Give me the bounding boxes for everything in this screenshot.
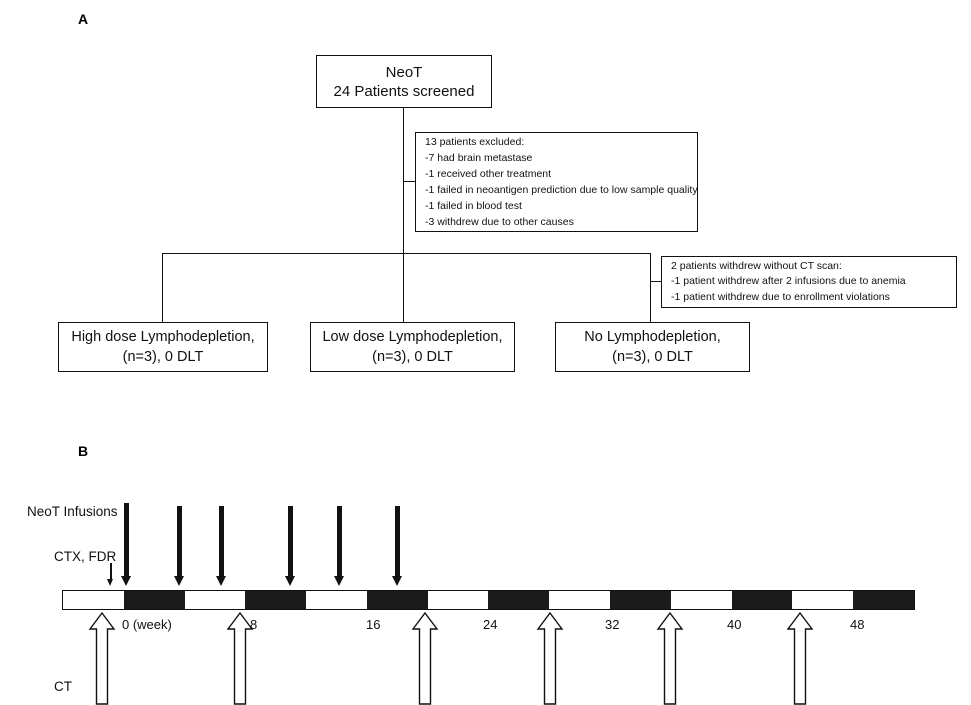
ct-arrow bbox=[786, 612, 814, 705]
arm-detail: (n=3), 0 DLT bbox=[372, 349, 453, 365]
box-patients-excluded: 13 patients excluded: -7 had brain metas… bbox=[415, 132, 698, 232]
arm-detail: (n=3), 0 DLT bbox=[612, 349, 693, 365]
tick-label-week-8: 8 bbox=[250, 617, 258, 632]
tick-label-week-16: 16 bbox=[366, 617, 381, 632]
excluded-heading: 13 patients excluded: bbox=[425, 136, 525, 148]
withdrew-heading: 2 patients withdrew without CT scan: bbox=[671, 259, 842, 272]
tick-label-week-32: 32 bbox=[605, 617, 620, 632]
connector-distribution-horizontal bbox=[162, 253, 651, 255]
conditioning-arrow bbox=[107, 563, 114, 586]
label-ctx-fdr: CTX, FDR bbox=[54, 549, 117, 564]
excluded-item: -3 withdrew due to other causes bbox=[425, 216, 574, 228]
infusion-arrow bbox=[392, 506, 403, 586]
ct-arrow bbox=[536, 612, 564, 705]
timeline-segment bbox=[792, 591, 854, 609]
arm-title: No Lymphodepletion, bbox=[584, 329, 721, 345]
ct-arrow bbox=[88, 612, 116, 705]
excluded-item: -7 had brain metastase bbox=[425, 152, 533, 164]
ct-arrow bbox=[411, 612, 439, 705]
box-patients-screened: NeoT 24 Patients screened bbox=[316, 55, 492, 108]
timeline-segment bbox=[306, 591, 367, 609]
tick-label-week-40: 40 bbox=[727, 617, 742, 632]
timeline-segment bbox=[853, 591, 914, 609]
ct-arrow bbox=[226, 612, 254, 705]
infusion-arrow bbox=[285, 506, 296, 586]
infusion-arrow bbox=[334, 506, 345, 586]
tick-label-week-0: 0 (week) bbox=[122, 617, 172, 632]
timeline-segment bbox=[63, 591, 124, 609]
timeline-segment bbox=[731, 591, 793, 609]
arm-title: High dose Lymphodepletion, bbox=[71, 329, 255, 345]
withdrew-item: -1 patient withdrew after 2 infusions du… bbox=[671, 275, 906, 288]
timeline-segment bbox=[366, 591, 428, 609]
connector-arm-none-vertical bbox=[650, 253, 652, 322]
timeline-bar bbox=[62, 590, 915, 610]
infusion-arrow bbox=[174, 506, 185, 586]
label-ct: CT bbox=[54, 679, 72, 694]
connector-arm-low-vertical bbox=[403, 253, 405, 322]
ct-arrow bbox=[656, 612, 684, 705]
screened-title: NeoT bbox=[385, 63, 423, 81]
timeline-segment bbox=[549, 591, 611, 609]
timeline-segment bbox=[670, 591, 732, 609]
label-neot-infusions: NeoT Infusions bbox=[27, 504, 118, 519]
arm-detail: (n=3), 0 DLT bbox=[122, 349, 204, 365]
excluded-item: -1 received other treatment bbox=[425, 168, 552, 180]
connector-to-withdrew-box bbox=[650, 281, 662, 283]
timeline-segment bbox=[610, 591, 671, 609]
tick-label-week-48: 48 bbox=[850, 617, 865, 632]
box-arm-no-lymphodepletion: No Lymphodepletion, (n=3), 0 DLT bbox=[555, 322, 750, 372]
connector-arm-high-vertical bbox=[162, 253, 164, 322]
timeline-segment bbox=[427, 591, 489, 609]
connector-to-excluded-box bbox=[403, 181, 416, 183]
timeline-segment bbox=[245, 591, 307, 609]
infusion-arrow bbox=[121, 503, 132, 586]
timeline-segment bbox=[184, 591, 246, 609]
tick-label-week-24: 24 bbox=[483, 617, 498, 632]
withdrew-item: -1 patient withdrew due to enrollment vi… bbox=[671, 290, 890, 303]
screened-count: 24 Patients screened bbox=[333, 82, 475, 100]
box-patients-withdrew: 2 patients withdrew without CT scan: -1 … bbox=[661, 256, 957, 308]
panel-label-a: A bbox=[78, 11, 89, 27]
infusion-arrow bbox=[216, 506, 227, 586]
box-arm-low-dose: Low dose Lymphodepletion, (n=3), 0 DLT bbox=[310, 322, 515, 372]
timeline-segment bbox=[488, 591, 550, 609]
excluded-item: -1 failed in neoantigen prediction due t… bbox=[425, 184, 698, 196]
panel-label-b: B bbox=[78, 443, 89, 459]
box-arm-high-dose: High dose Lymphodepletion, (n=3), 0 DLT bbox=[58, 322, 268, 372]
timeline-segment bbox=[123, 591, 185, 609]
arm-title: Low dose Lymphodepletion, bbox=[322, 329, 503, 345]
excluded-item: -1 failed in blood test bbox=[425, 200, 522, 212]
